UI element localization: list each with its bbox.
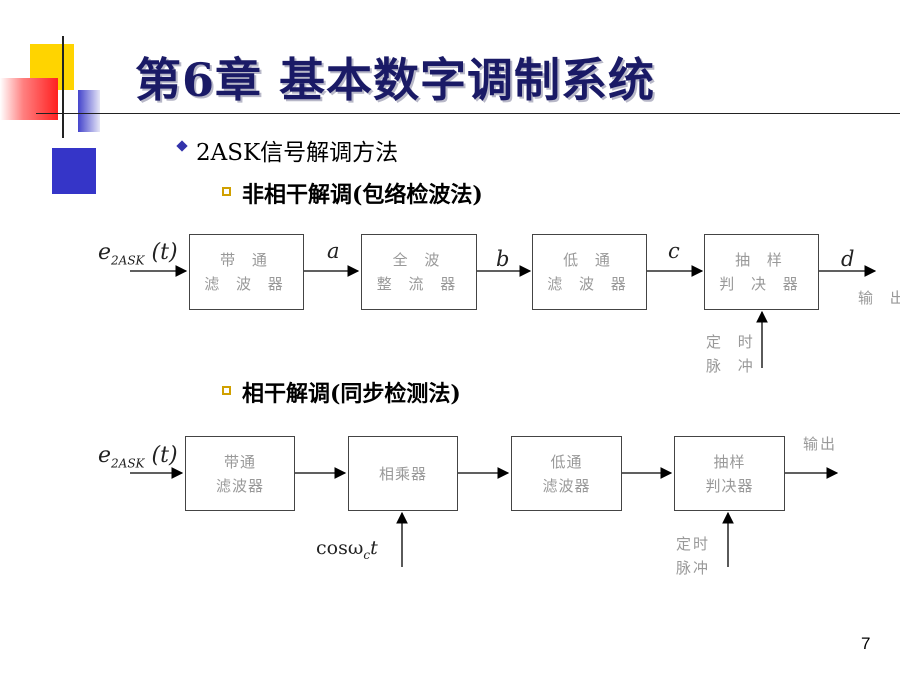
diagram2-box-lowpass: 低通 滤波器 [511, 436, 622, 511]
diagram2-box-decision: 抽样 判决器 [674, 436, 785, 511]
box-line1: 抽 样 [735, 251, 788, 269]
point-label-c: c [668, 239, 680, 263]
diagram1-clock-label: 定 时 脉 冲 [706, 330, 759, 378]
diagram2-box-multiplier: 相乘器 [348, 436, 458, 511]
diagram2-carrier-label: cosωct [316, 537, 378, 562]
decor-vertical-line [62, 36, 64, 138]
box-line1: 低 通 [563, 251, 616, 269]
box-line2: 判 决 器 [719, 275, 804, 293]
box-line2: 滤波器 [215, 476, 264, 495]
decor-blue-gradient [78, 90, 100, 132]
diagram1-box-rectifier: 全 波 整 流 器 [361, 234, 477, 310]
subheading-coherent: 相干解调(同步检测法) [242, 381, 461, 407]
diagram1-box-lowpass: 低 通 滤 波 器 [532, 234, 647, 310]
box-line2: 滤 波 器 [547, 275, 632, 293]
decor-horizontal-line [36, 113, 900, 114]
square-bullet-icon [222, 187, 231, 196]
box-line1: 抽样 [713, 452, 746, 471]
box-line2: 整 流 器 [376, 275, 462, 293]
point-label-a: a [327, 239, 340, 263]
clock-line2: 脉冲 [676, 559, 711, 577]
diagram1-box-bandpass: 带 通 滤 波 器 [189, 234, 304, 310]
diagram2-input-signal: e2ASK (t) [98, 443, 178, 471]
box-line1: 相乘器 [378, 464, 427, 483]
diagram2-output-label: 输出 [803, 435, 838, 453]
diagram1-output-label: 输 出 [858, 289, 900, 307]
slide-title: 第6章 基本数字调制系统 [135, 53, 656, 107]
page-number: 7 [861, 634, 871, 653]
box-line2: 判决器 [705, 476, 754, 495]
square-bullet-icon [222, 386, 231, 395]
point-label-b: b [496, 247, 510, 271]
clock-line1: 定 时 [706, 333, 759, 351]
diagram2-box-bandpass: 带通 滤波器 [185, 436, 295, 511]
box-line1: 低通 [550, 452, 583, 471]
box-line1: 带通 [223, 452, 256, 471]
diagram1-box-decision: 抽 样 判 决 器 [704, 234, 819, 310]
clock-line1: 定时 [676, 535, 711, 553]
diagram2-clock-label: 定时 脉冲 [676, 532, 710, 580]
decor-blue-square [52, 148, 96, 194]
point-label-d: d [841, 247, 855, 271]
section-heading: 2ASK信号解调方法 [196, 140, 399, 166]
box-line1: 全 波 [392, 251, 446, 269]
subheading-noncoherent: 非相干解调(包络检波法) [242, 182, 483, 208]
clock-line2: 脉 冲 [706, 357, 759, 375]
box-line2: 滤 波 器 [204, 275, 289, 293]
box-line1: 带 通 [220, 251, 273, 269]
diagram1-input-signal: e2ASK (t) [98, 240, 178, 268]
box-line2: 滤波器 [542, 476, 591, 495]
